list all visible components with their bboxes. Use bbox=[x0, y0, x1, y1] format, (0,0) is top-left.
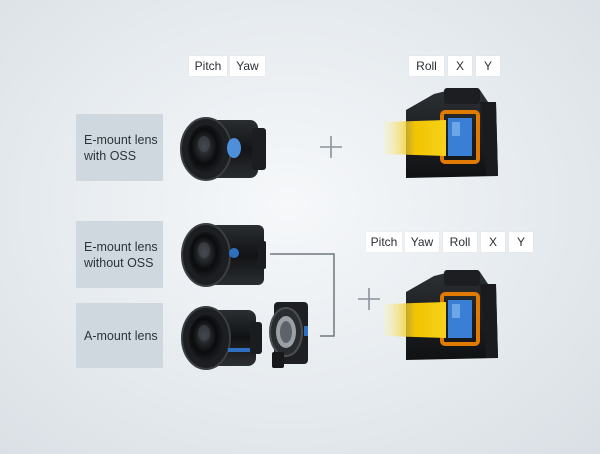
label-emount-oss: E-mount lens with OSS bbox=[76, 114, 163, 181]
camera-body-icon bbox=[384, 88, 498, 178]
plus-icon bbox=[358, 288, 380, 310]
label-emount-no-oss: E-mount lens without OSS bbox=[76, 221, 163, 288]
chip-x-bottom: X bbox=[481, 232, 505, 252]
connector-bracket bbox=[270, 253, 335, 337]
plus-icon bbox=[320, 136, 342, 158]
chip-y-top: Y bbox=[476, 56, 500, 76]
label-amount: A-mount lens bbox=[76, 303, 163, 368]
chip-yaw-bottom: Yaw bbox=[405, 232, 439, 252]
camera-body-icon bbox=[384, 270, 498, 360]
chip-roll-bottom: Roll bbox=[443, 232, 477, 252]
label-amount-text: A-mount lens bbox=[84, 328, 158, 343]
label-emount-no-oss-text: E-mount lens without OSS bbox=[84, 239, 158, 270]
chip-x-top: X bbox=[448, 56, 472, 76]
chip-yaw-top: Yaw bbox=[230, 56, 265, 76]
chip-pitch-bottom: Pitch bbox=[366, 232, 402, 252]
mount-adapter-icon bbox=[269, 302, 308, 368]
chip-roll-top: Roll bbox=[409, 56, 444, 76]
lens-oss-icon bbox=[180, 117, 266, 181]
chip-pitch-top: Pitch bbox=[189, 56, 227, 76]
lens-zeiss-icon bbox=[181, 223, 266, 287]
lens-amount-icon bbox=[181, 306, 262, 370]
chip-y-bottom: Y bbox=[509, 232, 533, 252]
label-emount-oss-text: E-mount lens with OSS bbox=[84, 132, 158, 163]
